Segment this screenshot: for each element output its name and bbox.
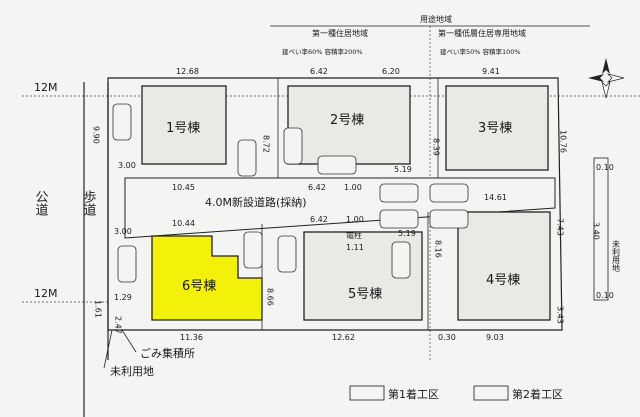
dim-label: 8.16	[434, 240, 443, 258]
zone2-ratio: 建ぺい率50% 容積率100%	[440, 47, 521, 56]
building-6-label: 6号棟	[182, 279, 216, 294]
dim-label: 7.43	[556, 218, 565, 236]
dim-label: 14.61	[484, 193, 507, 202]
car-icon	[429, 209, 469, 229]
dim-label: 1.11	[346, 243, 364, 252]
car-icon	[277, 235, 297, 273]
legend-label-phase2: 第2着工区	[512, 387, 563, 401]
building-2	[287, 85, 411, 165]
site-boundary	[107, 77, 563, 331]
dim-label: 5.19	[394, 165, 412, 174]
dim-label: 6.42	[310, 67, 328, 76]
car-icon	[379, 209, 419, 229]
legend-swatch-phase1	[349, 385, 385, 401]
dim-label: 9.90	[92, 126, 101, 144]
dim-label: 3.43	[556, 306, 565, 324]
car-icon	[243, 231, 263, 269]
dim-label: 6.20	[382, 67, 400, 76]
road-width-top: 12M	[34, 81, 58, 94]
dim-label: 8.66	[266, 288, 275, 306]
dim-label: 0.10	[596, 291, 614, 300]
building-4	[457, 211, 551, 321]
dim-label: 3.00	[118, 161, 136, 170]
building-1	[141, 85, 227, 165]
zone1-name: 第一種住居地域	[312, 28, 368, 38]
car-icon	[237, 139, 257, 177]
car-icon	[317, 155, 357, 175]
building-2-label: 2号棟	[330, 113, 364, 128]
dim-label: 9.03	[486, 333, 504, 342]
dim-label: 10.44	[172, 219, 195, 228]
dim-label: 8.39	[432, 138, 441, 156]
dim-label: 6.42	[310, 215, 328, 224]
building-3	[445, 85, 549, 171]
public-road-label: 公道	[33, 190, 49, 216]
car-icon	[112, 103, 132, 141]
dim-label: 1.00	[346, 215, 364, 224]
building-5-label: 5号棟	[348, 287, 382, 302]
car-icon	[391, 241, 411, 279]
car-icon	[429, 183, 469, 203]
dim-label: 0.30	[438, 333, 456, 342]
building-4-label: 4号棟	[486, 273, 520, 288]
legend-label-phase1: 第1着工区	[388, 387, 439, 401]
dim-label: 3.00	[114, 227, 132, 236]
zone1-ratio: 建ぺい率60% 容積率200%	[282, 47, 363, 56]
dim-label: 0.10	[596, 163, 614, 172]
dim-label: 5.19	[398, 229, 416, 238]
dim-label: 2.47	[114, 316, 123, 334]
unused-land-label: 未利用地	[110, 365, 154, 378]
car-icon	[379, 183, 419, 203]
dim-label: 10.45	[172, 183, 195, 192]
car-icon	[117, 245, 137, 283]
dim-label: 6.42	[308, 183, 326, 192]
dim-label: 12.62	[332, 333, 355, 342]
dim-label: 1.61	[94, 300, 103, 318]
dim-label: 3.40	[592, 222, 601, 240]
building-3-label: 3号棟	[478, 121, 512, 136]
building-1-label: 1号棟	[166, 121, 200, 136]
building-6	[151, 235, 263, 321]
road-width-bottom: 12M	[34, 287, 58, 300]
pole-label: 電柱	[346, 230, 362, 240]
dim-label: 9.41	[482, 67, 500, 76]
dim-label: 10.76	[559, 130, 568, 153]
dim-label: 1.29	[114, 293, 132, 302]
garbage-leader	[121, 329, 137, 353]
north-arrow-icon	[588, 58, 625, 99]
car-icon	[283, 127, 303, 165]
unused-leader	[103, 329, 113, 369]
zone2-name: 第一種低層住居専用地域	[438, 28, 526, 38]
unused-strip-label: 未利用地	[612, 239, 621, 272]
sidewalk-label: 歩道	[81, 190, 97, 216]
zoning-header: 用途地域	[420, 14, 452, 24]
legend-swatch-phase2	[473, 385, 509, 401]
new-road-label: 4.0M新設道路(採納)	[205, 195, 307, 209]
dim-label: 1.00	[344, 183, 362, 192]
dim-label: 11.36	[180, 333, 203, 342]
garbage-label: ごみ集積所	[140, 346, 195, 360]
unused-strip	[593, 157, 609, 301]
dim-label: 12.68	[176, 67, 199, 76]
dim-label: 8.72	[262, 135, 271, 153]
